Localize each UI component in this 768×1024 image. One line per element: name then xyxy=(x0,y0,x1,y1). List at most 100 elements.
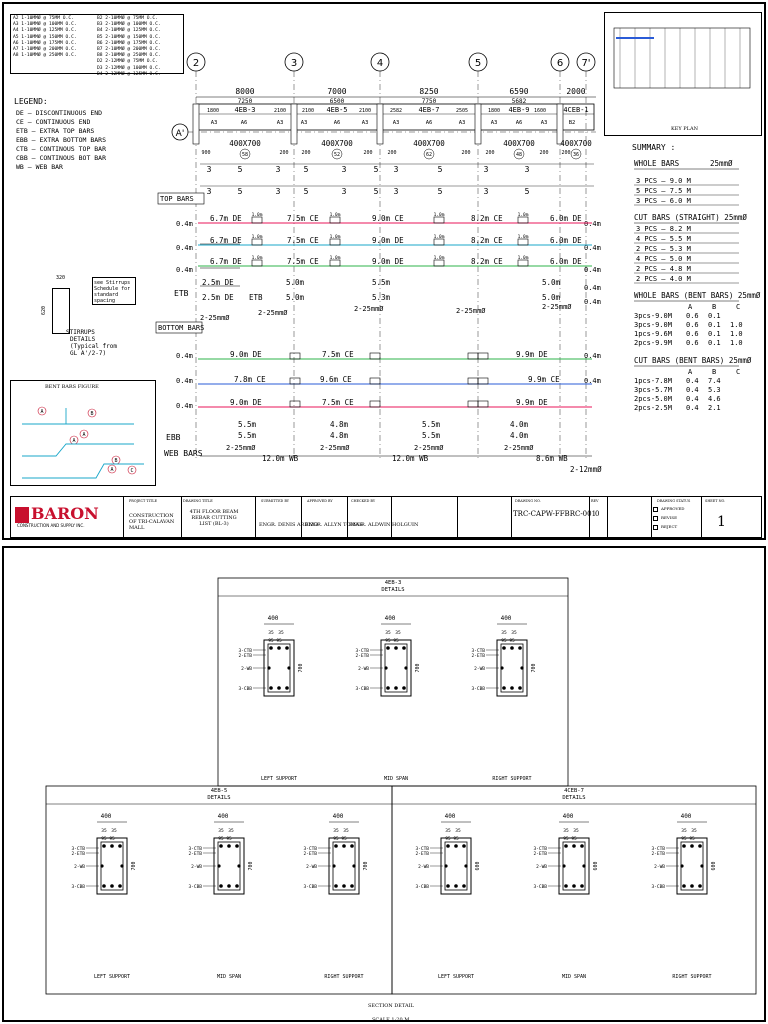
section-width: 400 xyxy=(218,813,229,820)
bar-count: 3 xyxy=(394,165,399,174)
row-label-box xyxy=(157,192,205,205)
title-cell-header: PROJECT TITLE xyxy=(129,499,157,503)
summary-cell: 0.1 xyxy=(708,321,721,329)
stirrup-width: 320 xyxy=(56,275,66,281)
web-bar xyxy=(237,864,241,868)
stirrup-note: see Stirrups Schedule for standard spaci… xyxy=(94,280,131,304)
bottom-bar xyxy=(510,686,514,690)
section-cover: 35 xyxy=(395,630,401,636)
section-cover: 35 xyxy=(218,828,224,834)
bar-tag: 3-CTB xyxy=(71,846,85,852)
offset-label: 0.4m xyxy=(176,220,193,228)
summary-cell: 0.1 xyxy=(708,339,721,347)
support-dimension: 2505 xyxy=(456,108,468,114)
top-bar-row-2-label: 6.0m DE xyxy=(550,236,582,245)
summary-row: 2 PCS – 4.8 M xyxy=(636,265,691,273)
grid-label: 5 xyxy=(475,58,481,69)
section-width: 400 xyxy=(501,615,512,622)
section-depth: 700 xyxy=(531,663,537,672)
bottom-bar xyxy=(386,686,390,690)
summary-cell: 3pcs-9.0M xyxy=(634,321,672,329)
web-bar xyxy=(444,864,448,868)
summary-cell: 1pcs-7.8M xyxy=(634,377,672,385)
lap-hook xyxy=(433,259,445,267)
section-depth: 700 xyxy=(131,861,137,870)
stirrup-outline xyxy=(384,643,408,693)
web-bar xyxy=(520,666,524,670)
row-label-box xyxy=(155,321,203,334)
section-caption: MID SPAN xyxy=(562,974,586,980)
support-width: 200 xyxy=(561,150,570,156)
top-bar xyxy=(402,646,406,650)
top-bar xyxy=(564,844,568,848)
web-bar xyxy=(464,864,468,868)
summary-cell: 3pcs-5.7M xyxy=(634,386,672,394)
bent-bar-letter: B xyxy=(114,458,117,464)
etb-bar-size: 2-25mmØ xyxy=(354,305,384,313)
bottom-bar-row-3-label: 7.5m CE xyxy=(322,398,354,407)
section-size: 400X700 xyxy=(229,139,261,148)
section-spacing: 95 95 xyxy=(501,638,515,644)
section-cover: 35 xyxy=(455,828,461,834)
offset-label: 0.4m xyxy=(176,244,193,252)
stirrup-zone: A6 xyxy=(426,120,433,126)
section-caption: RIGHT SUPPORT xyxy=(492,776,531,782)
stirrup-outline xyxy=(267,643,291,693)
clear-span: 7250 xyxy=(238,98,253,105)
summary-col-head: B xyxy=(712,303,717,311)
top-bar xyxy=(394,646,398,650)
section-mark-circle xyxy=(513,148,525,160)
lap-hook xyxy=(369,377,381,385)
lap-length: 1.0m xyxy=(252,234,263,240)
bar-legend-item: B4 2-10MMØ @ 125MM O.C. xyxy=(97,28,161,34)
lap-hook xyxy=(477,400,489,408)
top-bar xyxy=(682,844,686,848)
title-cell xyxy=(391,497,392,537)
summary-cell: 0.6 xyxy=(686,330,699,338)
status-checkbox[interactable] xyxy=(653,516,658,521)
lap-hook xyxy=(251,259,263,267)
support-width: 200 xyxy=(461,150,470,156)
support-dimension: 2100 xyxy=(274,108,286,114)
bottom-bar xyxy=(285,686,289,690)
top-bar xyxy=(446,844,450,848)
summary-row: 5 PCS – 7.5 M xyxy=(636,187,691,195)
web-bar xyxy=(352,864,356,868)
section-mark: 58 xyxy=(242,152,248,158)
status-checkbox[interactable] xyxy=(653,507,658,512)
offset-label: 0.4m xyxy=(584,266,601,274)
bottom-bar xyxy=(564,884,568,888)
lap-hook xyxy=(467,400,479,408)
bar-tag: 3-CBB xyxy=(71,884,85,890)
summary-cell: 0.6 xyxy=(686,321,699,329)
top-bar-row-1-label: 6.0m DE xyxy=(550,214,582,223)
bar-tag: 2-ETB xyxy=(533,851,547,857)
legend-item: CE – CONTINUOUS END xyxy=(16,118,91,126)
bar-tag: 2-ETB xyxy=(238,653,252,659)
column xyxy=(376,103,384,145)
title-cell xyxy=(181,497,182,537)
summary-row: 3 PCS – 9.0 M xyxy=(636,177,691,185)
section-caption: LEFT SUPPORT xyxy=(261,776,297,782)
legend-item: DE – DISCONTINUOUS END xyxy=(16,109,103,117)
bent-bar-marker xyxy=(127,465,137,475)
etb-bar-size: 2-25mmØ xyxy=(200,314,230,322)
ebb-length: 5.5m xyxy=(422,420,441,429)
section-mark-circle xyxy=(570,148,582,160)
offset-label: 0.4m xyxy=(176,266,193,274)
top-bar-row-3-label: 8.2m CE xyxy=(471,257,503,266)
section-size: 400X700 xyxy=(503,139,535,148)
company-logo: BARON CONSTRUCTION AND SUPPLY INC. xyxy=(15,505,119,528)
span-length: 7000 xyxy=(327,87,346,96)
status-checkbox[interactable] xyxy=(653,525,658,530)
title-cell-header: DRAWING STATUS xyxy=(657,499,691,503)
title-cell-header: SUBMITTED BY xyxy=(261,499,290,503)
web-bar xyxy=(332,864,336,868)
row-label: TOP BARS xyxy=(160,195,194,203)
beam-name: 4EB-3 xyxy=(234,106,255,114)
offset-label: 0.4m xyxy=(584,244,601,252)
section-size: 400X700 xyxy=(413,139,445,148)
top-bar-row-3-label: 6.0m DE xyxy=(550,257,582,266)
bottom-bar-row-3-label: 9.9m DE xyxy=(516,398,548,407)
etb-length: 2.5m DE xyxy=(202,293,234,302)
